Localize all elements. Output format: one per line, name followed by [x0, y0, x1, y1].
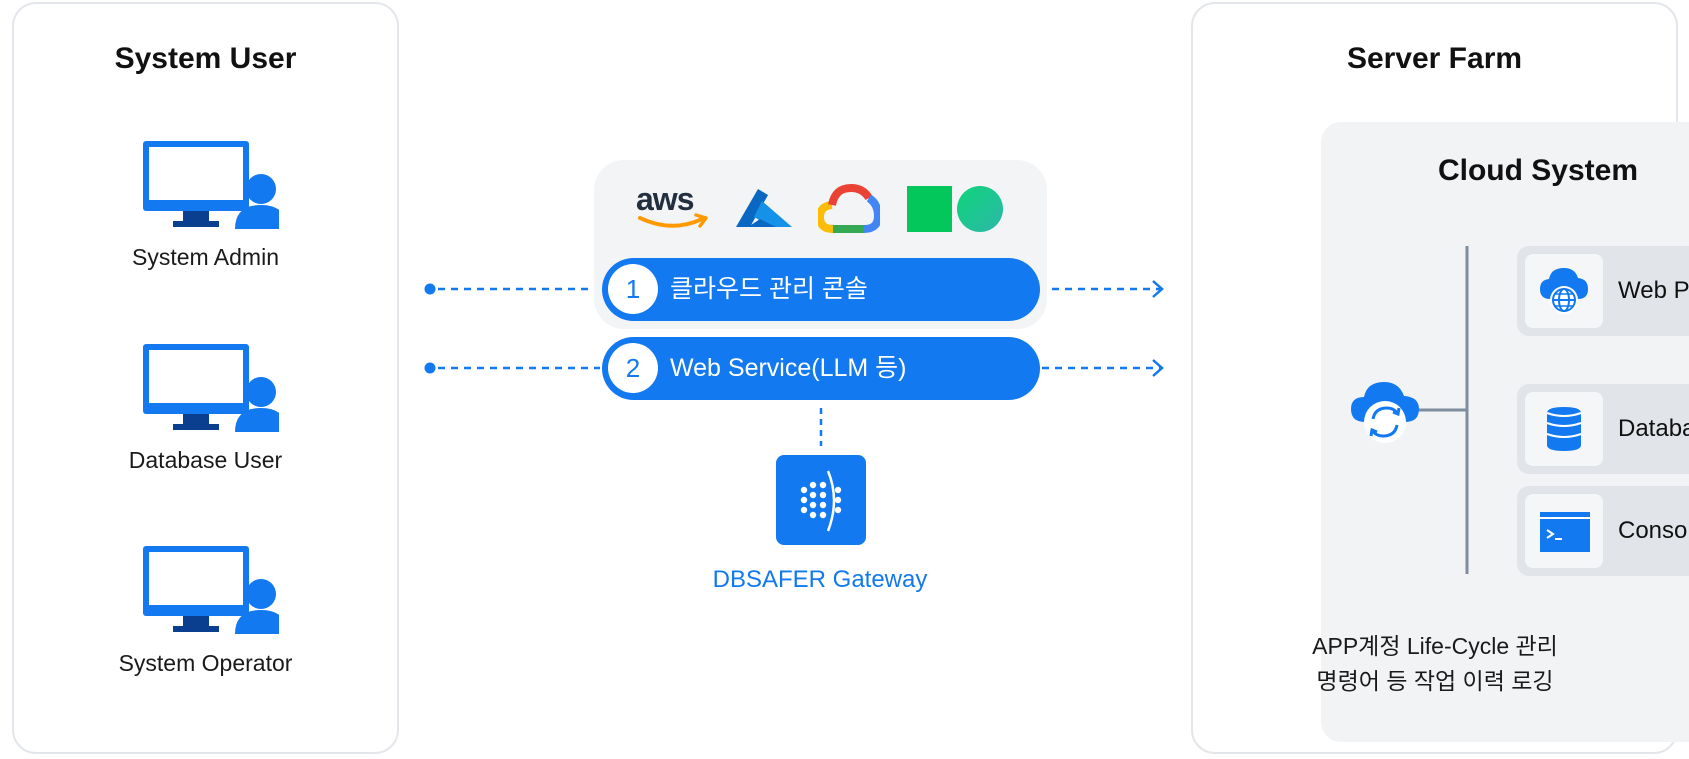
service-web-page[interactable]: Web Page — [1517, 246, 1689, 336]
description-line-1: APP계정 Life-Cycle 관리 — [1312, 633, 1558, 659]
channel-label: 클라우드 관리 콘솔 — [670, 275, 868, 303]
channel-label: Web Service(LLM 등) — [670, 354, 907, 382]
database-icon — [1546, 407, 1582, 451]
service-connector — [1417, 246, 1469, 574]
channel-number: 1 — [608, 264, 658, 314]
azure-logo — [736, 189, 792, 227]
gateway-label: DBSAFER Gateway — [712, 566, 928, 593]
cloud-sync-icon — [1351, 382, 1419, 443]
service-label: Web Page — [1618, 277, 1689, 304]
dbsafer-gateway-icon[interactable] — [776, 455, 866, 545]
channel-pill-cloud-console[interactable]: 1 클라우드 관리 콘솔 — [602, 258, 1040, 321]
description-line-2: 명령어 등 작업 이력 로깅 — [1316, 668, 1554, 694]
service-console[interactable]: Console — [1517, 486, 1689, 576]
service-database[interactable]: Database — [1517, 384, 1689, 474]
monitor-user-icon — [143, 546, 279, 634]
panel-title: Server Farm — [1346, 42, 1523, 75]
monitor-user-icon — [143, 344, 279, 432]
monitor-user-icon — [143, 141, 279, 229]
terminal-icon — [1540, 512, 1590, 552]
aws-logo: aws — [636, 183, 711, 235]
service-label: Database — [1618, 415, 1689, 442]
panel-title: System User — [114, 42, 297, 75]
google-cloud-logo — [818, 184, 880, 233]
icon-tile — [1525, 494, 1603, 568]
user-label-system-admin: System Admin — [132, 244, 279, 270]
service-label: Console — [1618, 517, 1689, 544]
naver-cloud-logo — [907, 186, 1003, 232]
icon-tile — [1525, 392, 1603, 466]
system-user-panel: System User System Admin Database User S… — [12, 2, 399, 754]
user-label-system-operator: System Operator — [118, 650, 293, 676]
server-farm-panel: Server Farm Cloud System — [1191, 2, 1689, 754]
channel-number: 2 — [608, 343, 658, 393]
cloud-globe-icon — [1540, 268, 1588, 314]
cloud-system-box: Cloud System — [1321, 122, 1689, 742]
user-label-database-user: Database User — [128, 447, 283, 473]
cloud-system-title: Cloud System — [1437, 154, 1639, 187]
icon-tile — [1525, 254, 1603, 328]
aws-logo-text: aws — [636, 181, 694, 217]
channel-pill-web-service[interactable]: 2 Web Service(LLM 등) — [602, 337, 1040, 400]
